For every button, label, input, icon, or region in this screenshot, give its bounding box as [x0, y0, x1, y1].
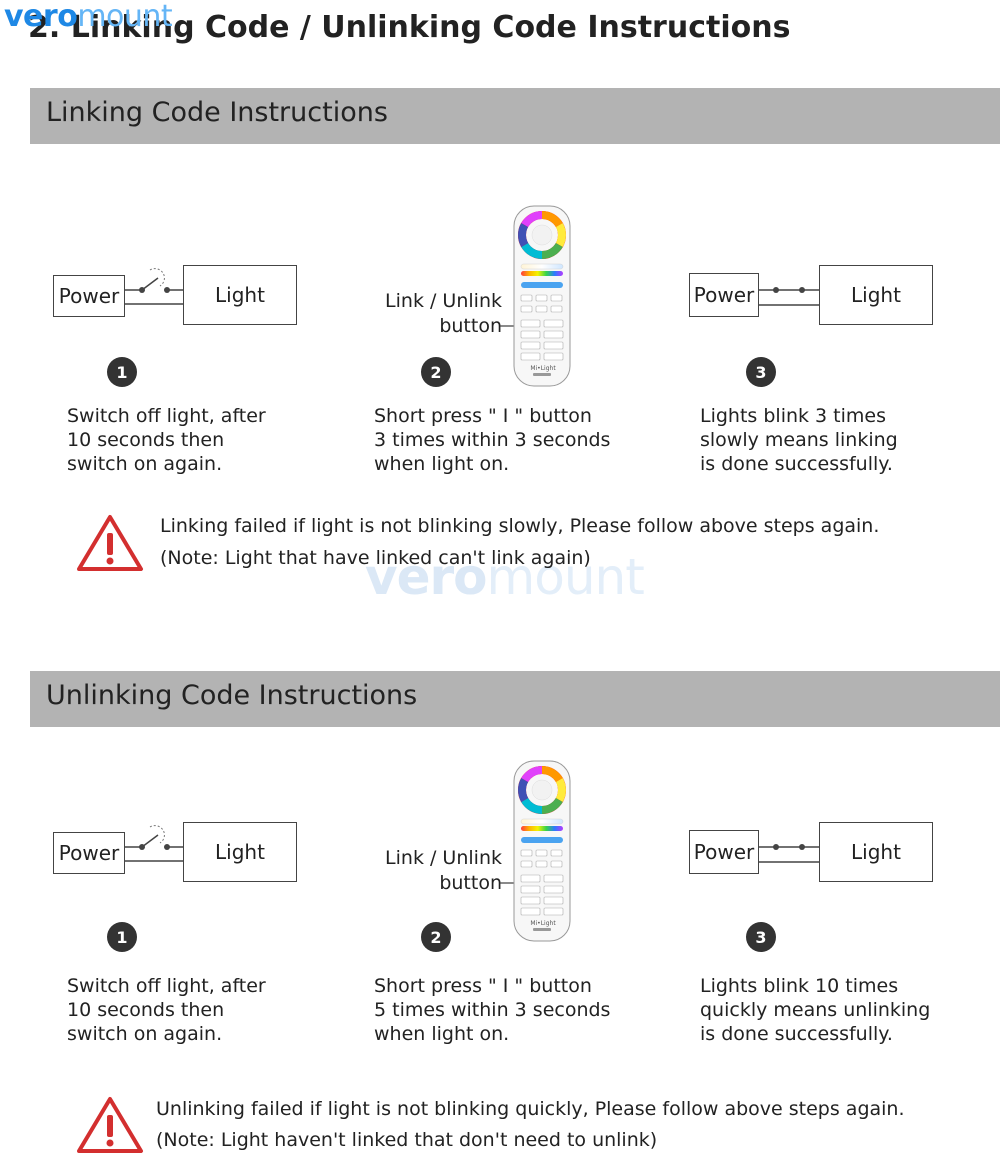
linking-warning-icon — [77, 515, 143, 571]
unlinking-switch-on-diagram — [758, 844, 822, 863]
light-label: Light — [215, 840, 265, 864]
unlinking-section-title: Unlinking Code Instructions — [46, 680, 418, 711]
watermark-bold-text: vero — [365, 548, 488, 606]
linking-remote-control-icon — [513, 205, 571, 387]
linking-step2-number: 2 — [421, 357, 451, 387]
linking-step3-light-box: Light — [819, 265, 933, 325]
unlinking-step3-light-box: Light — [819, 822, 933, 882]
linking-switch-on-diagram — [758, 287, 822, 306]
unlinking-step1-light-box: Light — [183, 822, 297, 882]
unlinking-step1-number: 1 — [107, 922, 137, 952]
unlinking-remote-brand: Mi•Light — [530, 920, 556, 927]
linking-step1-text: Switch off light, after 10 seconds then … — [67, 405, 266, 475]
linking-remote-brand: Mi•Light — [530, 365, 556, 372]
unlinking-step2-text: Short press " I " button 5 times within … — [374, 975, 611, 1045]
linking-section-header: Linking Code Instructions — [30, 88, 1000, 144]
unlinking-warning-line2: (Note: Light haven't linked that don't n… — [156, 1129, 658, 1151]
watermark: veromount — [365, 548, 645, 606]
linking-step3-power-box: Power — [689, 273, 759, 317]
unlinking-switch-off-diagram — [124, 825, 184, 862]
linking-section-title: Linking Code Instructions — [46, 97, 388, 128]
linking-link-button-label: Link / Unlink button — [385, 290, 502, 337]
unlinking-step3-number: 3 — [746, 922, 776, 952]
unlinking-step1-power-box: Power — [53, 832, 125, 874]
unlinking-step2-number: 2 — [421, 922, 451, 952]
unlinking-step1-text: Switch off light, after 10 seconds then … — [67, 975, 266, 1045]
power-label: Power — [58, 841, 120, 865]
unlinking-section-header: Unlinking Code Instructions — [30, 671, 1000, 727]
power-label: Power — [58, 284, 120, 308]
logo-light-text: mount — [77, 0, 173, 34]
linking-step1-light-box: Light — [183, 265, 297, 325]
linking-step1-power-box: Power — [53, 275, 125, 317]
power-label: Power — [693, 283, 755, 307]
power-label: Power — [693, 840, 755, 864]
light-label: Light — [851, 840, 901, 864]
linking-step3-number: 3 — [746, 357, 776, 387]
unlinking-remote-control-icon — [513, 760, 571, 942]
unlinking-step3-power-box: Power — [689, 830, 759, 874]
unlinking-step3-text: Lights blink 10 times quickly means unli… — [700, 975, 931, 1045]
linking-step3-text: Lights blink 3 times slowly means linkin… — [700, 405, 898, 475]
linking-step1-number: 1 — [107, 357, 137, 387]
linking-warning-line1: Linking failed if light is not blinking … — [160, 515, 880, 537]
unlinking-warning-line1: Unlinking failed if light is not blinkin… — [156, 1098, 905, 1120]
logo-bold-text: vero — [4, 0, 78, 34]
linking-warning-line2: (Note: Light that have linked can't link… — [160, 547, 591, 569]
light-label: Light — [851, 283, 901, 307]
linking-switch-off-diagram — [124, 268, 184, 305]
brand-logo: veromount — [4, 0, 173, 34]
light-label: Light — [215, 283, 265, 307]
page-title: 2. Linking Code / Unlinking Code Instruc… — [28, 10, 791, 45]
linking-step2-text: Short press " I " button 3 times within … — [374, 405, 611, 475]
unlinking-link-button-label: Link / Unlink button — [385, 847, 502, 894]
unlinking-warning-icon — [77, 1097, 143, 1153]
watermark-light-text: mount — [486, 548, 645, 606]
